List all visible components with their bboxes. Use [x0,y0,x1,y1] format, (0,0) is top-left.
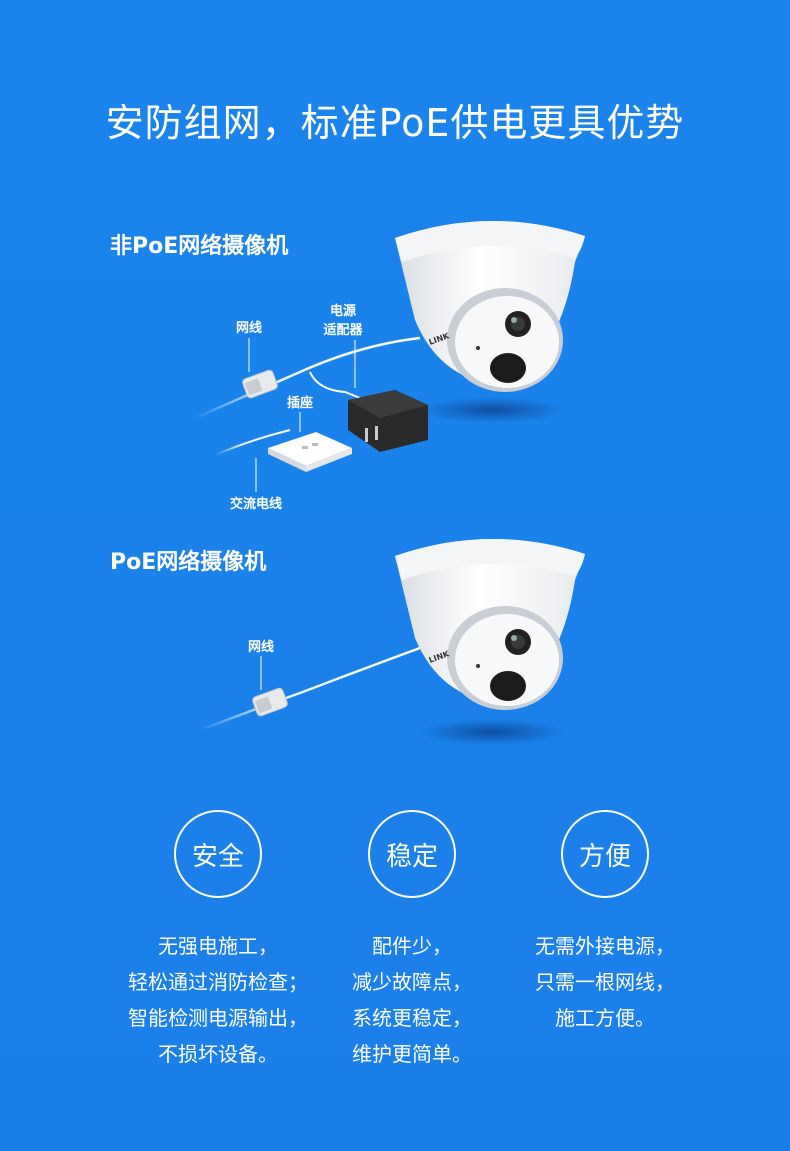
feature-line: 系统更稳定， [352,1006,472,1030]
feature-line: 不损坏设备。 [158,1042,278,1066]
feature-line: 维护更简单。 [352,1042,472,1066]
callout-adapter-line2: 适配器 [323,322,363,338]
callout-ac-cable: 交流电线 [230,496,282,512]
feature-line: 无需外接电源， [535,934,675,958]
feature-description: 无强电施工， 轻松通过消防检查； 智能检测电源输出， 不损坏设备。 [118,928,318,1072]
feature-description: 无需外接电源， 只需一根网线， 施工方便。 [505,928,705,1036]
non-poe-camera-label: 非PoE网络摄像机 [110,234,289,259]
poe-ethernet-cable [199,646,421,732]
feature-line: 只需一根网线， [535,970,675,994]
feature-line: 无强电施工， [158,934,278,958]
non-poe-camera: LINK [395,220,585,423]
feature-line: 智能检测电源输出， [128,1006,308,1030]
callout-poe-cable: 网线 [248,639,274,655]
callout-socket: 插座 [287,395,313,411]
dc-cable [309,371,361,399]
feature-safe: 安全 无强电施工， 轻松通过消防检查； 智能检测电源输出， 不损坏设备。 [118,810,318,1072]
callout-adapter-line1: 电源 [330,303,356,319]
feature-description: 配件少， 减少故障点， 系统更稳定， 维护更简单。 [312,928,512,1072]
callout-cable: 网线 [236,320,262,336]
camera-shadow [420,397,564,423]
feature-stable: 稳定 配件少， 减少故障点， 系统更稳定， 维护更简单。 [312,810,512,1072]
rj45-connector [252,687,288,717]
feature-line: 减少故障点， [352,970,472,994]
feature-badge: 稳定 [368,810,456,898]
feature-badge: 方便 [561,810,649,898]
feature-line: 配件少， [372,934,452,958]
feature-line: 轻松通过消防检查； [128,970,308,994]
power-adapter [348,390,428,452]
page-title: 安防组网，标准PoE供电更具优势 [105,101,685,145]
poe-camera: LINK [395,538,585,745]
ethernet-cable [194,336,421,420]
camera-shadow [420,719,564,745]
feature-badge: 安全 [174,810,262,898]
rj45-connector [242,369,278,399]
feature-line: 施工方便。 [555,1006,655,1030]
feature-convenient: 方便 无需外接电源， 只需一根网线， 施工方便。 [505,810,705,1036]
wall-socket [268,432,352,472]
poe-camera-label: PoE网络摄像机 [110,550,267,575]
